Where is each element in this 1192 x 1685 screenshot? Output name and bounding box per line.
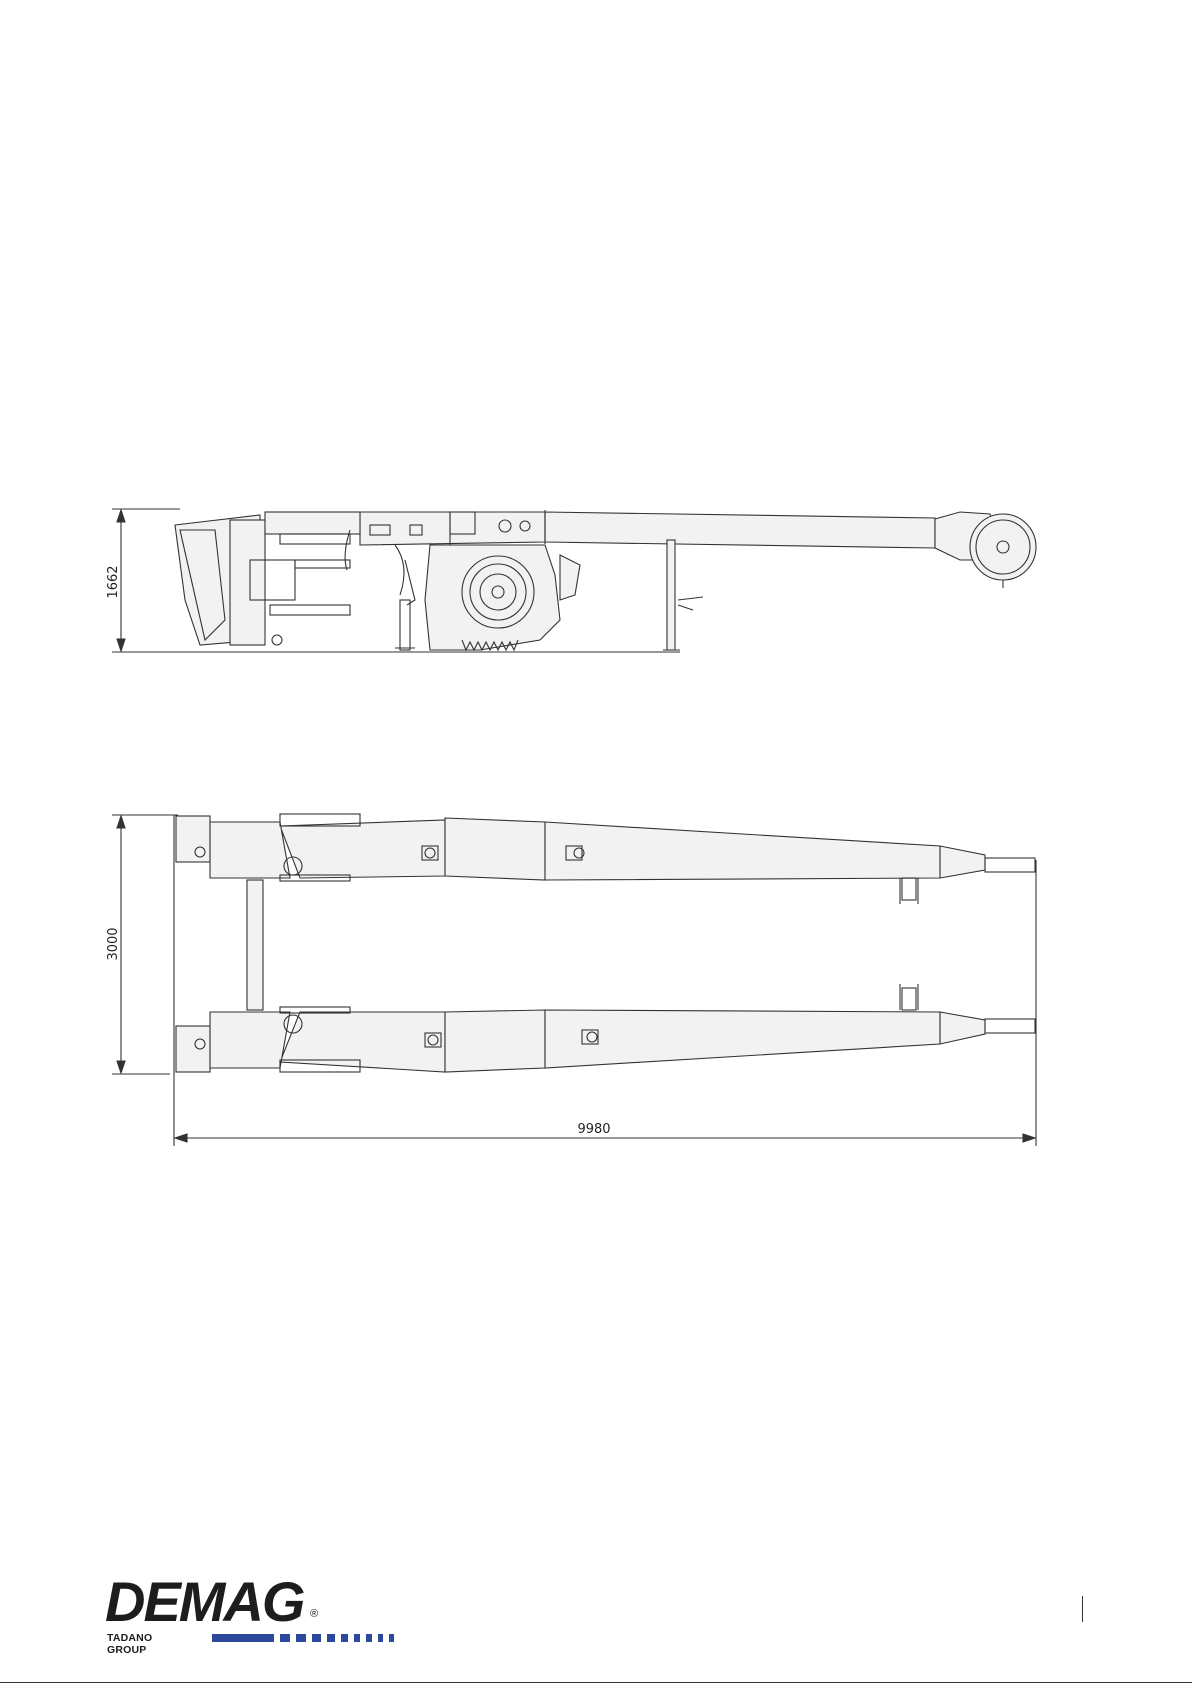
top-boom-lower: [280, 984, 1035, 1072]
length-dimension-label: 9980: [577, 1122, 610, 1137]
head-sheave: [970, 514, 1036, 588]
side-support-leg: [663, 540, 703, 650]
side-view: 1662: [106, 509, 1036, 652]
height-dimension-label: 1662: [106, 565, 121, 598]
logo-subtitle: TADANO GROUP: [107, 1632, 152, 1656]
logo-wordmark: DEMAG: [105, 1574, 303, 1630]
top-boom-upper: [280, 818, 1035, 904]
logo-registered-mark: ®: [310, 1608, 318, 1620]
width-dimension: 3000: [106, 815, 178, 1074]
width-dimension-label: 3000: [106, 927, 121, 960]
top-view: 3000 9980: [106, 814, 1036, 1146]
page-marker: [1082, 1596, 1083, 1622]
bottom-rule: [0, 1682, 1192, 1683]
